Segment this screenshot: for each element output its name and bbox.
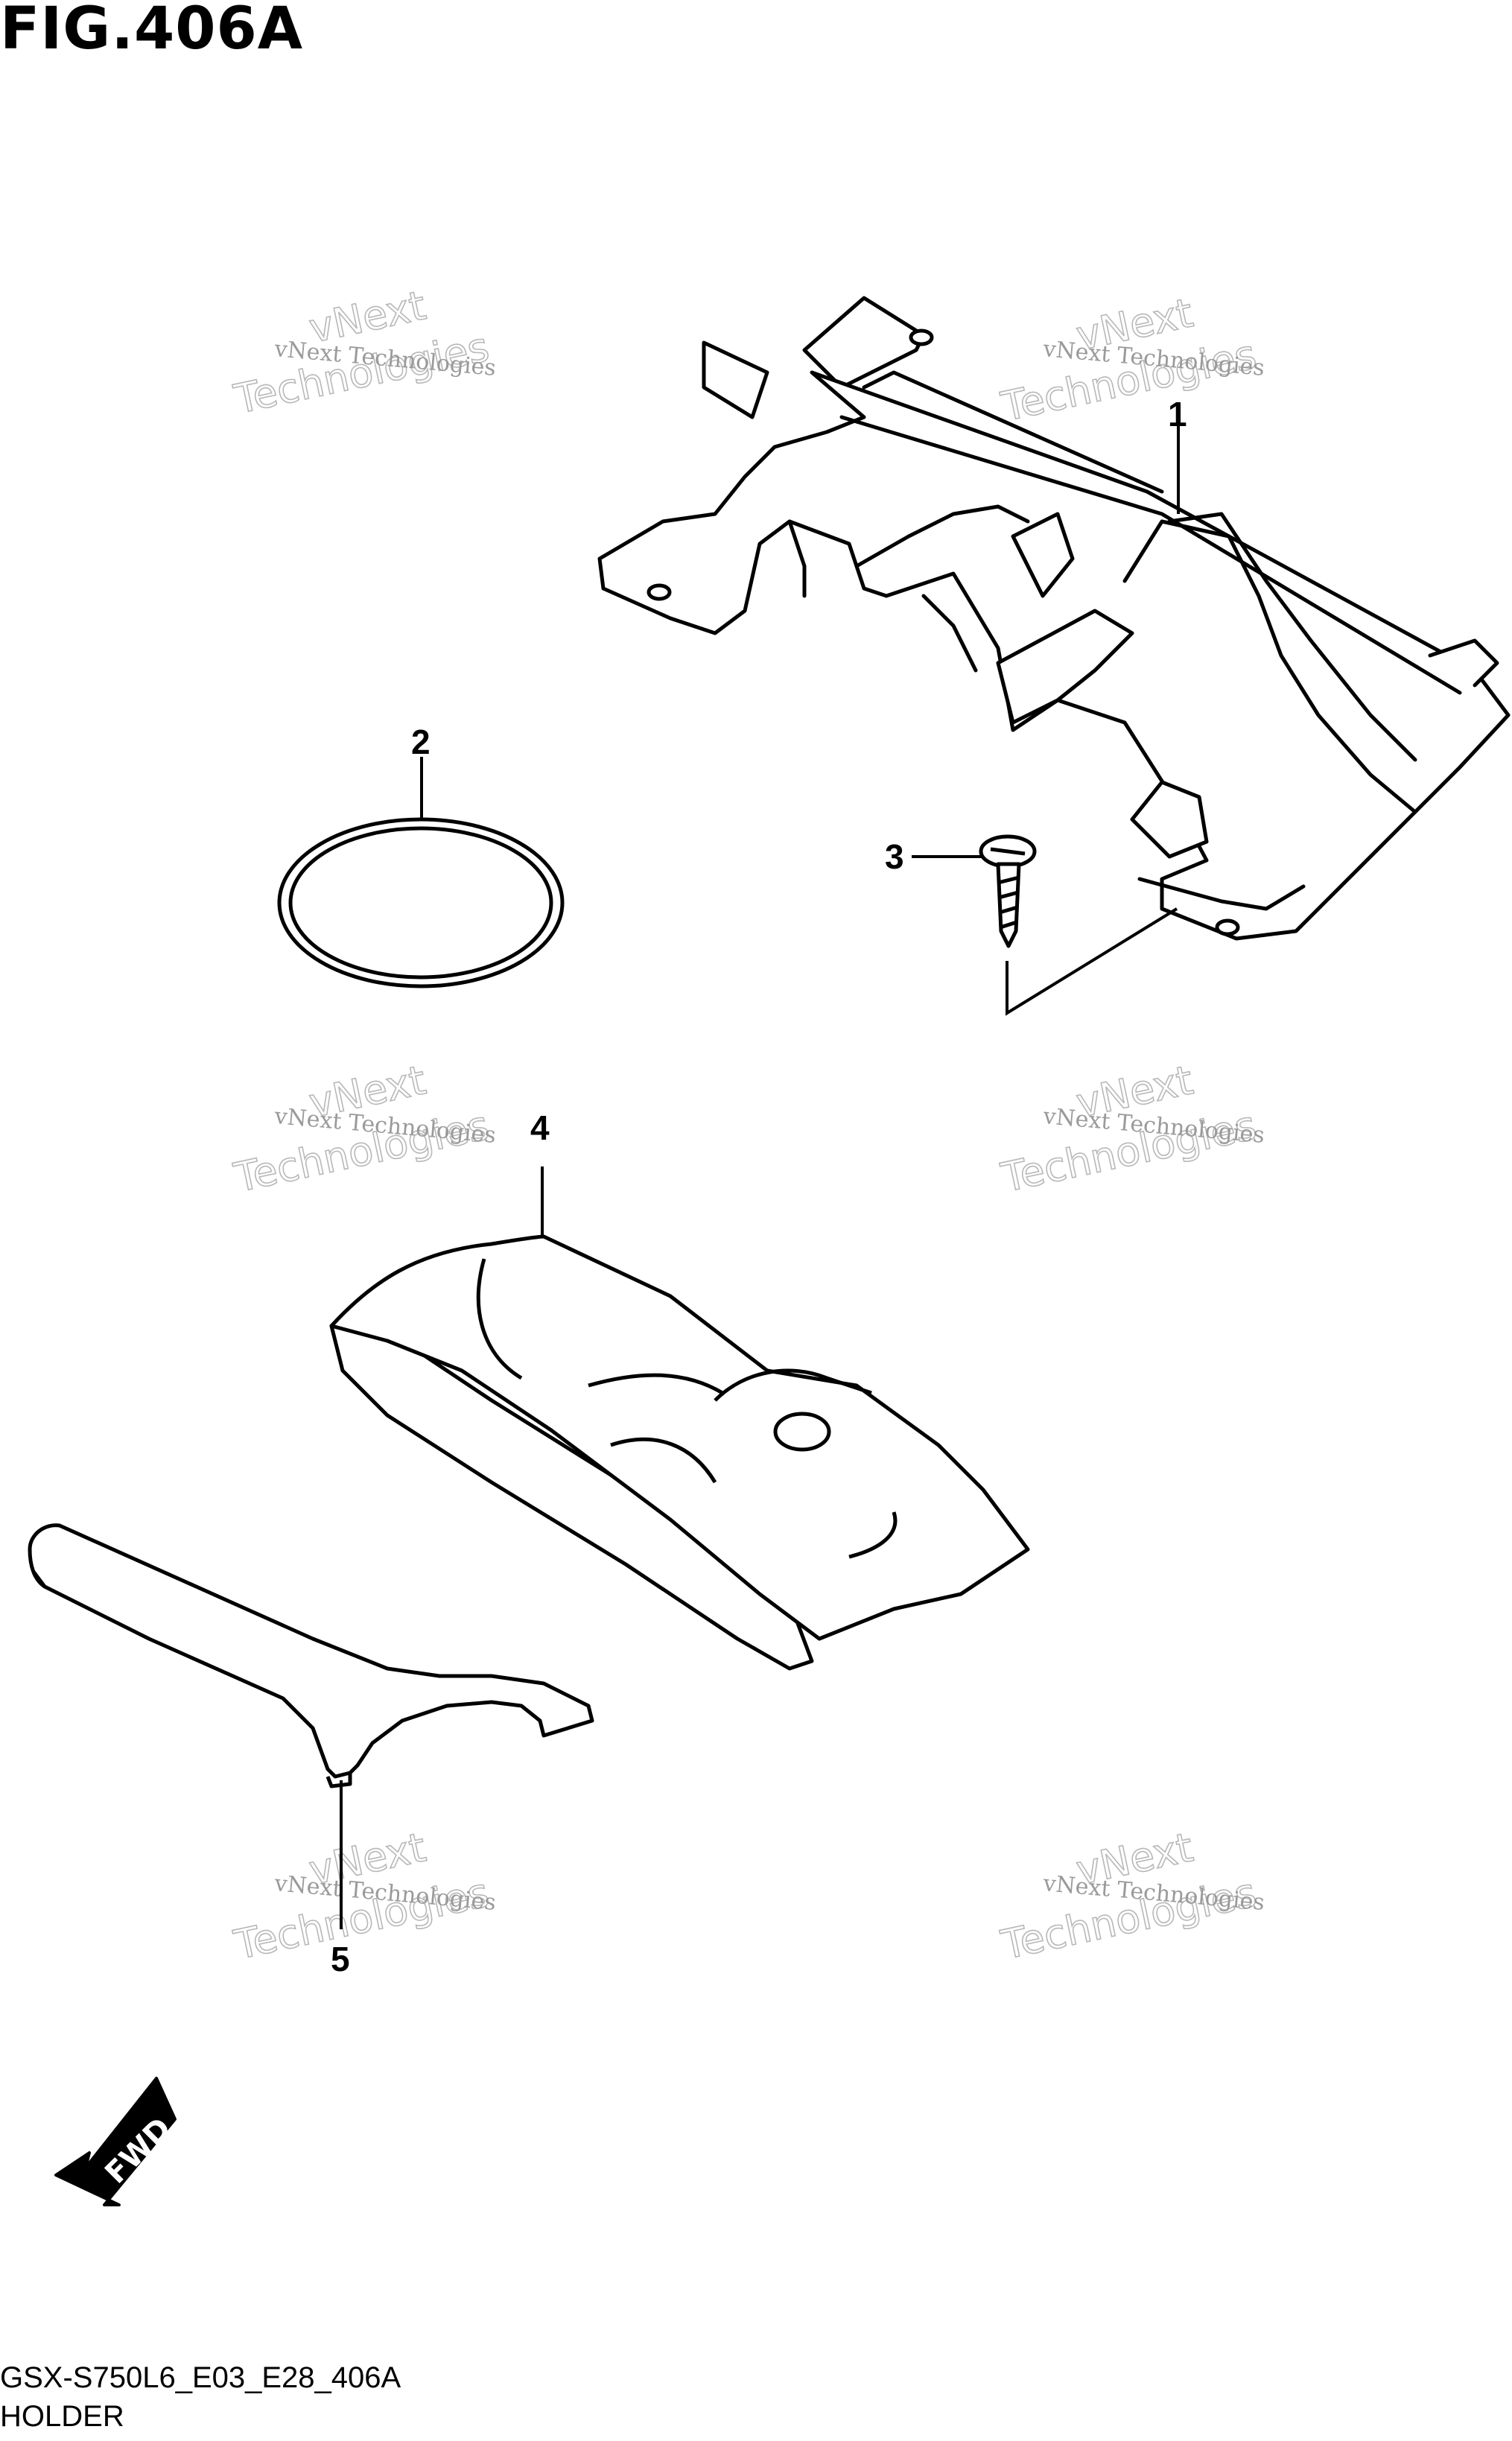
part-1-holder-bracket bbox=[597, 296, 1511, 941]
part-5-spanner bbox=[28, 1523, 594, 1788]
watermark-bottom-right: Technologies vNext vNext Technologies bbox=[997, 1823, 1265, 1969]
watermark-top-right: Technologies vNext vNext Technologies bbox=[997, 288, 1265, 431]
diagram-code: GSX-S750L6_E03_E28_406A bbox=[0, 2361, 401, 2394]
callout-1: 1 bbox=[1168, 395, 1187, 434]
callout-5: 5 bbox=[331, 1940, 350, 1978]
watermark-top-left: Technologies vNext vNext Technologies bbox=[229, 281, 497, 423]
leader-lines bbox=[340, 425, 1180, 1929]
part-2-o-ring bbox=[277, 817, 565, 988]
callout-2: 2 bbox=[411, 723, 431, 761]
watermark-middle-left: Technologies vNext vNext Technologies bbox=[229, 1056, 497, 1202]
callout-4: 4 bbox=[530, 1108, 550, 1147]
diagram-name: HOLDER bbox=[0, 2400, 124, 2433]
part-4-cover bbox=[329, 1234, 1030, 1671]
forward-arrow-icon: FWD bbox=[54, 2077, 178, 2206]
part-3-screw bbox=[979, 834, 1037, 948]
callout-3: 3 bbox=[885, 837, 904, 876]
leader-3-bracket bbox=[1006, 907, 1178, 1016]
watermark-middle-right: Technologies vNext vNext Technologies bbox=[997, 1056, 1265, 1202]
figure-title: FIG.406A bbox=[0, 0, 304, 63]
watermark-bottom-left: Technologies vNext vNext Technologies bbox=[229, 1823, 497, 1969]
